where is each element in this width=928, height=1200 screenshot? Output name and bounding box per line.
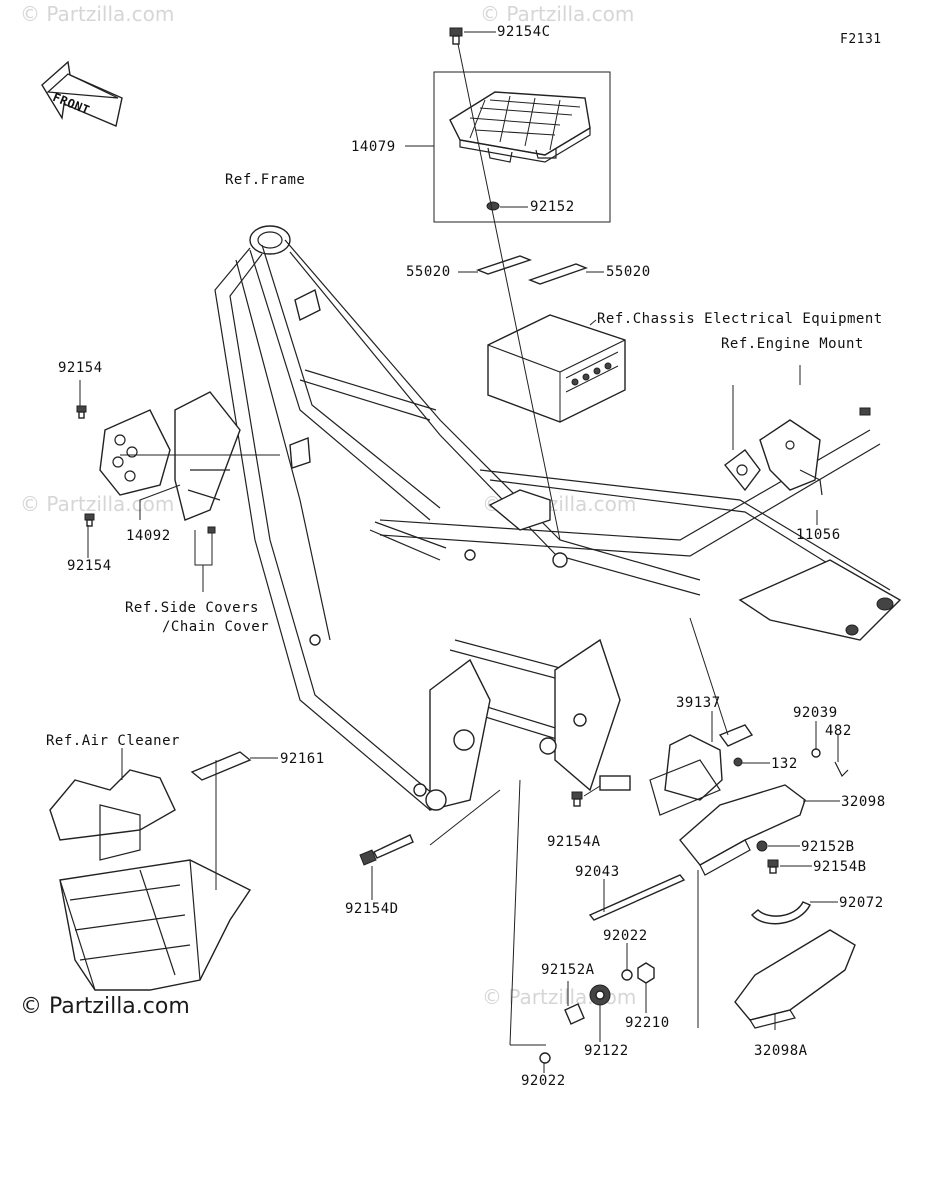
tray-group-box xyxy=(433,71,611,223)
partzilla-watermark: © Partzilla.com xyxy=(20,994,190,1019)
part-label-39137: 39137 xyxy=(676,695,721,711)
figure-code: F2131 xyxy=(840,32,882,47)
part-label-55020-left: 55020 xyxy=(406,264,451,280)
part-label-92043: 92043 xyxy=(575,864,620,880)
part-label-92210: 92210 xyxy=(625,1015,670,1031)
pad-55020-a xyxy=(475,255,533,275)
washer-92039 xyxy=(811,748,821,758)
bracket-11056 xyxy=(724,419,823,496)
front-arrow-icon xyxy=(41,60,123,127)
part-label-92152: 92152 xyxy=(530,199,575,215)
pad-55020-b xyxy=(528,263,588,285)
bracket-39137 xyxy=(649,724,754,816)
ref-frame-label: Ref.Frame xyxy=(225,172,306,188)
bolt-92154C xyxy=(449,27,463,45)
battery xyxy=(487,314,626,423)
part-label-92122: 92122 xyxy=(584,1043,629,1059)
part-label-92154B: 92154B xyxy=(813,859,867,875)
washer-92022-top xyxy=(621,969,633,981)
pin-92043 xyxy=(588,874,686,921)
part-label-32098A: 32098A xyxy=(754,1043,808,1059)
bolt-92154-bottom xyxy=(84,513,95,527)
tape-92161 xyxy=(190,751,252,781)
part-label-92154D: 92154D xyxy=(345,901,399,917)
part-label-482: 482 xyxy=(825,723,852,739)
part-label-92154-top: 92154 xyxy=(58,360,103,376)
part-label-132: 132 xyxy=(771,756,798,772)
ref-side-covers-label: Ref.Side Covers xyxy=(125,600,259,616)
washer-92022-bottom xyxy=(539,1052,551,1064)
air-cleaner-box xyxy=(49,769,252,991)
bolt-92154B xyxy=(767,859,779,874)
part-label-92154-bottom: 92154 xyxy=(67,558,112,574)
part-label-92072: 92072 xyxy=(839,895,884,911)
watermark: © Partzilla.com xyxy=(20,492,175,516)
clip-482 xyxy=(834,761,849,778)
bolt-92154-top xyxy=(76,405,87,419)
watermark: © Partzilla.com xyxy=(480,2,635,26)
part-label-14092: 14092 xyxy=(126,528,171,544)
ref-engine-mount-label: Ref.Engine Mount xyxy=(721,336,864,352)
bracket-small xyxy=(599,775,631,791)
part-label-92152A: 92152A xyxy=(541,962,595,978)
cover-32098A xyxy=(734,929,856,1029)
part-label-92154C: 92154C xyxy=(497,24,551,40)
clamp-92072 xyxy=(751,901,811,925)
part-label-92039: 92039 xyxy=(793,705,838,721)
part-label-55020-right: 55020 xyxy=(606,264,651,280)
bolt-92154A xyxy=(571,791,583,807)
cover-32098 xyxy=(679,784,806,876)
leader-lines xyxy=(79,31,840,1073)
battery-tray-14079 xyxy=(449,91,591,163)
part-label-92161: 92161 xyxy=(280,751,325,767)
part-label-92154A: 92154A xyxy=(547,834,601,850)
ref-air-cleaner-label: Ref.Air Cleaner xyxy=(46,733,180,749)
nut-92152 xyxy=(486,201,500,211)
nut-92210 xyxy=(637,962,655,984)
watermark: © Partzilla.com xyxy=(482,985,637,1009)
frame xyxy=(214,225,902,811)
bolt-engine-mount xyxy=(859,407,871,416)
collar-92152A xyxy=(564,1003,585,1025)
part-label-32098: 32098 xyxy=(841,794,886,810)
watermark: © Partzilla.com xyxy=(20,2,175,26)
collar-92152B xyxy=(756,840,768,852)
part-label-11056: 11056 xyxy=(796,527,841,543)
part-label-92022-top: 92022 xyxy=(603,928,648,944)
bolt-92154D xyxy=(359,834,414,866)
grommet-92122 xyxy=(589,984,611,1006)
bracket-14092 xyxy=(99,391,241,521)
part-label-92022-bottom: 92022 xyxy=(521,1073,566,1089)
bolt xyxy=(207,526,216,534)
part-label-92152B: 92152B xyxy=(801,839,855,855)
ref-chain-cover-label: /Chain Cover xyxy=(162,619,270,635)
screw-132 xyxy=(733,757,743,767)
ref-chassis-electrical-label: Ref.Chassis Electrical Equipment xyxy=(597,311,883,327)
part-label-14079: 14079 xyxy=(351,139,396,155)
